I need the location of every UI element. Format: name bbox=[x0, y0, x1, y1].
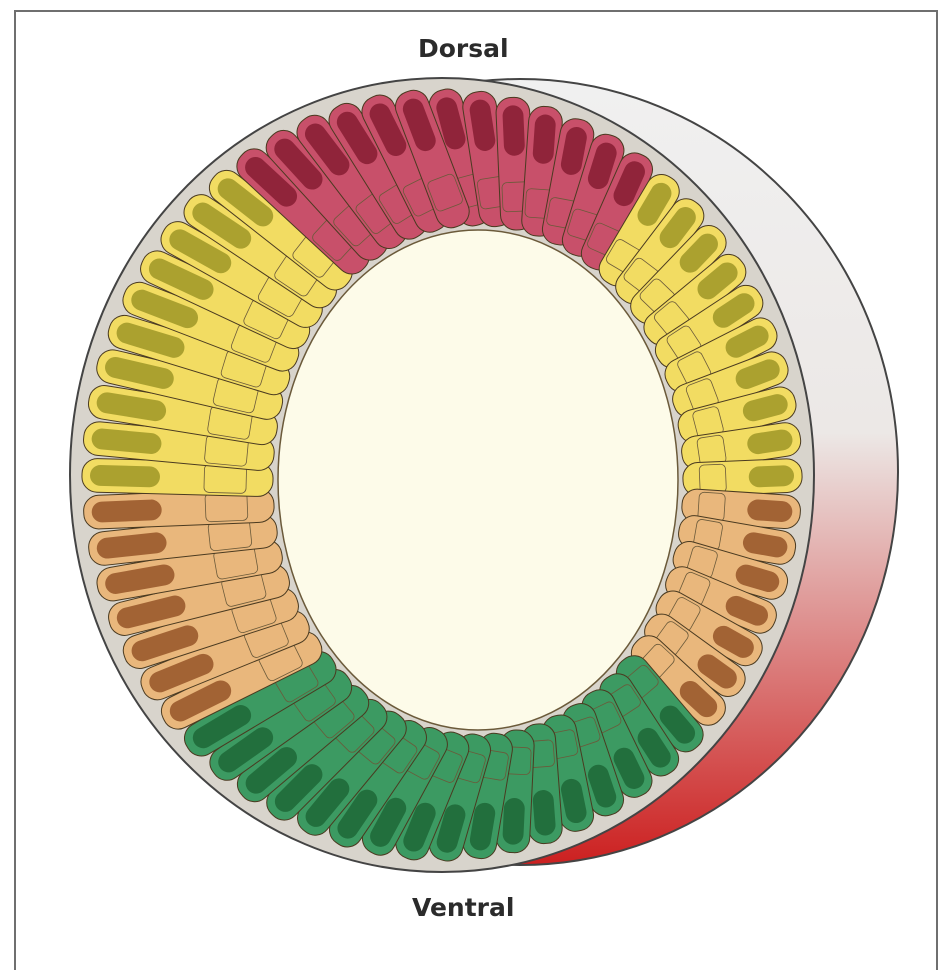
floor-plate-nucleus bbox=[532, 789, 556, 836]
floor-plate-nucleus bbox=[502, 798, 525, 846]
roof-plate-nucleus bbox=[532, 114, 556, 165]
central-canal-lumen bbox=[278, 230, 678, 730]
ventral-label: Ventral bbox=[412, 893, 514, 922]
basal-plate-nucleus bbox=[747, 499, 793, 523]
basal-plate-nucleus bbox=[91, 499, 162, 523]
roof-plate-nucleus bbox=[502, 105, 525, 156]
dorsal-label: Dorsal bbox=[418, 34, 509, 63]
alar-plate-nucleus bbox=[90, 465, 161, 488]
alar-plate-inner-cell bbox=[699, 464, 726, 493]
alar-plate-nucleus bbox=[748, 465, 794, 488]
